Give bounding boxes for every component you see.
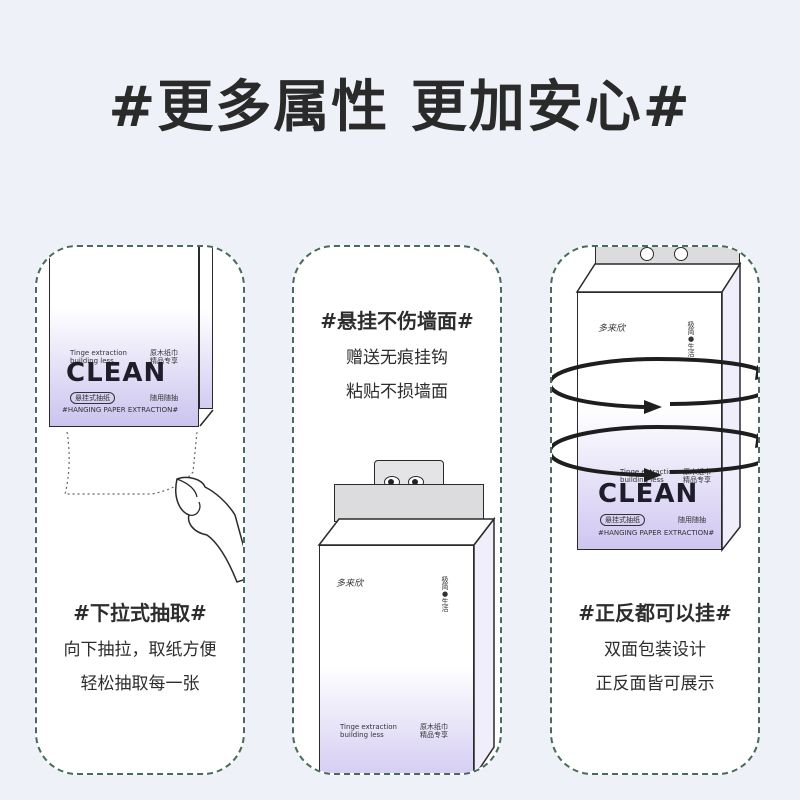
card-line: 轻松抽取每一张 bbox=[80, 674, 200, 694]
card-line: 正反面皆可展示 bbox=[595, 674, 715, 694]
package-side-text: 极简●生活 bbox=[441, 576, 449, 612]
package-brand: CLEAN bbox=[598, 479, 699, 509]
card-line: 向下抽拉，取纸方便 bbox=[63, 640, 217, 660]
package-sub-right: 随用随抽 bbox=[678, 516, 706, 524]
card-line: 粘贴不损墙面 bbox=[346, 382, 448, 402]
feature-card-hang: #悬挂不伤墙面# 赠送无痕挂钩 粘贴不损墙面 多来欣 极简●生活 Tinge e… bbox=[292, 245, 502, 775]
card-title: #正反都可以挂# bbox=[578, 601, 732, 625]
package-logo: 多来欣 bbox=[598, 324, 626, 334]
package-front: 多来欣 极简●生活 Tinge extraction building less… bbox=[577, 292, 722, 550]
package-sub-left: 悬挂式抽纸 bbox=[70, 392, 115, 404]
package-side bbox=[199, 247, 213, 409]
package-side-text: 极简●生活 bbox=[687, 321, 695, 357]
pull-illustration bbox=[64, 409, 243, 583]
feature-card-pull-down: Tinge extraction building less 原木纸巾 精品专享… bbox=[35, 245, 245, 775]
card-title: #悬挂不伤墙面# bbox=[320, 309, 474, 333]
feature-card-double-sided: 多来欣 极简●生活 Tinge extraction building less… bbox=[550, 245, 760, 775]
package-tiny-text: Tinge extraction building less bbox=[340, 723, 397, 739]
package-tiny-text: Tinge extraction building less bbox=[70, 349, 127, 365]
package-sub-left: 悬挂式抽纸 bbox=[600, 514, 645, 526]
package-brand: CLEAN bbox=[66, 358, 167, 388]
card-line: 赠送无痕挂钩 bbox=[346, 348, 448, 368]
card-line: 双面包装设计 bbox=[604, 640, 706, 660]
hand-icon bbox=[175, 476, 243, 583]
package-outline bbox=[552, 261, 758, 553]
page-title: #更多属性 更加安心# bbox=[108, 75, 692, 140]
package-front: Tinge extraction building less 原木纸巾 精品专享… bbox=[49, 247, 199, 427]
package-tiny-text: Tinge extraction building less bbox=[620, 468, 677, 484]
package-top-tab bbox=[334, 484, 484, 522]
package-tiny-badge: 原木纸巾 精品专享 bbox=[150, 349, 178, 365]
package-tagline: #HANGING PAPER EXTRACTION# bbox=[62, 406, 179, 414]
package-outline bbox=[317, 516, 496, 773]
rotate-arrows-icon bbox=[552, 356, 758, 482]
package-tagline: #HANGING PAPER EXTRACTION# bbox=[598, 529, 715, 537]
package-tiny-badge: 原木纸巾 精品专享 bbox=[420, 723, 448, 739]
package-logo: 多来欣 bbox=[336, 579, 364, 589]
package-sub-right: 随用随抽 bbox=[150, 394, 178, 402]
card-title: #下拉式抽取# bbox=[73, 601, 207, 625]
